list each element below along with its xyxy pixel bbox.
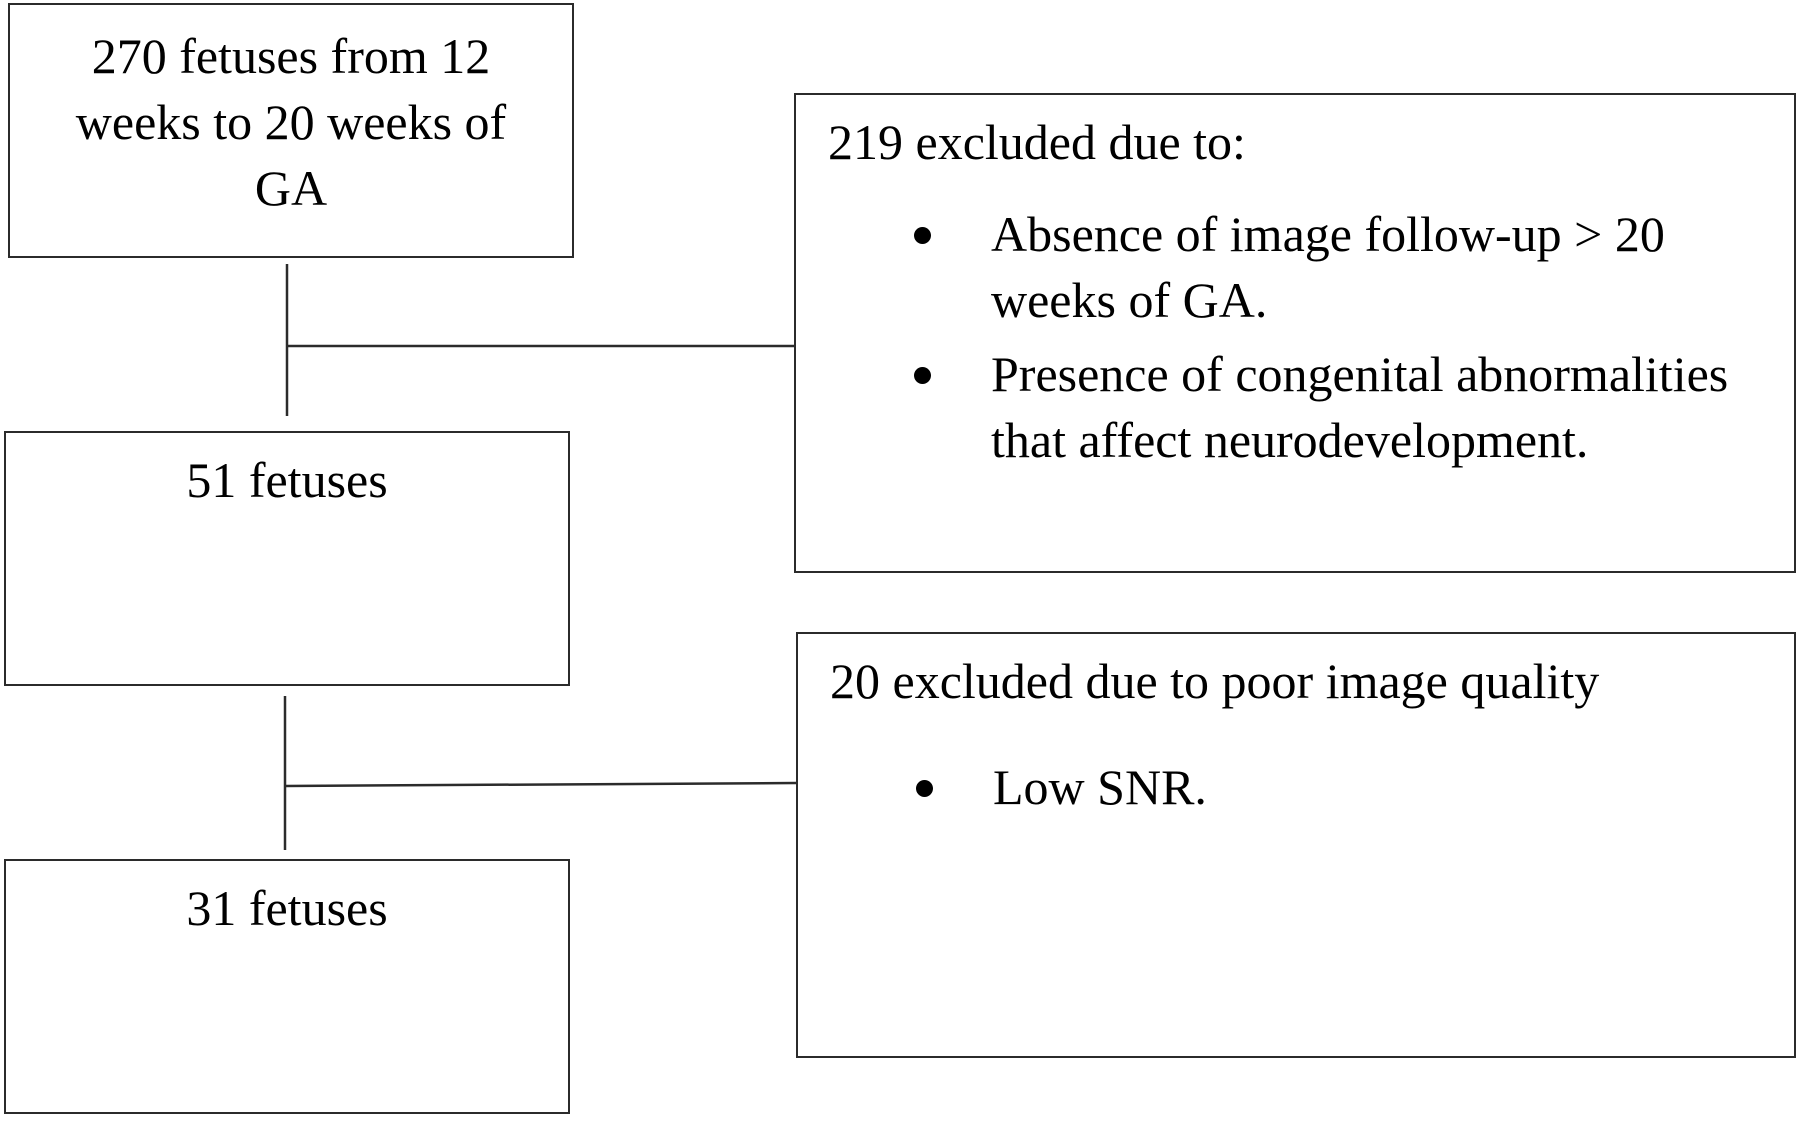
exclusion-1-item: Presence of congenital abnormalities tha… xyxy=(828,341,1794,473)
connector-to-exclusion-2 xyxy=(284,781,797,788)
exclusion-1-item-text: Absence of image follow-up > 20 weeks of… xyxy=(991,206,1665,328)
exclusion-2-item: Low SNR. xyxy=(830,754,1794,820)
bullet-icon xyxy=(916,780,933,797)
exclusion-box-2: 20 excluded due to poor image quality Lo… xyxy=(796,632,1796,1058)
start-box-line-3: GA xyxy=(254,160,328,216)
middle-box-label: 51 fetuses xyxy=(186,452,388,508)
final-box-label: 31 fetuses xyxy=(186,880,388,936)
start-population-box: 270 fetuses from 12 weeks to 20 weeks of… xyxy=(8,3,574,258)
exclusion-1-heading: 219 excluded due to: xyxy=(828,114,1246,170)
exclusion-1-list: Absence of image follow-up > 20 weeks of… xyxy=(828,201,1794,473)
bullet-icon xyxy=(914,367,931,384)
exclusion-1-item: Absence of image follow-up > 20 weeks of… xyxy=(828,201,1794,333)
exclusion-2-list: Low SNR. xyxy=(830,754,1794,820)
final-population-box: 31 fetuses xyxy=(4,859,570,1114)
exclusion-box-1: 219 excluded due to: Absence of image fo… xyxy=(794,93,1796,573)
middle-population-box: 51 fetuses xyxy=(4,431,570,686)
start-box-line-1: 270 fetuses from 12 xyxy=(91,28,491,84)
exclusion-2-item-text: Low SNR. xyxy=(993,759,1207,815)
bullet-icon xyxy=(914,227,931,244)
exclusion-2-heading: 20 excluded due to poor image quality xyxy=(830,653,1600,709)
start-box-line-2: weeks to 20 weeks of xyxy=(75,94,507,150)
exclusion-1-item-text: Presence of congenital abnormalities tha… xyxy=(991,346,1729,468)
